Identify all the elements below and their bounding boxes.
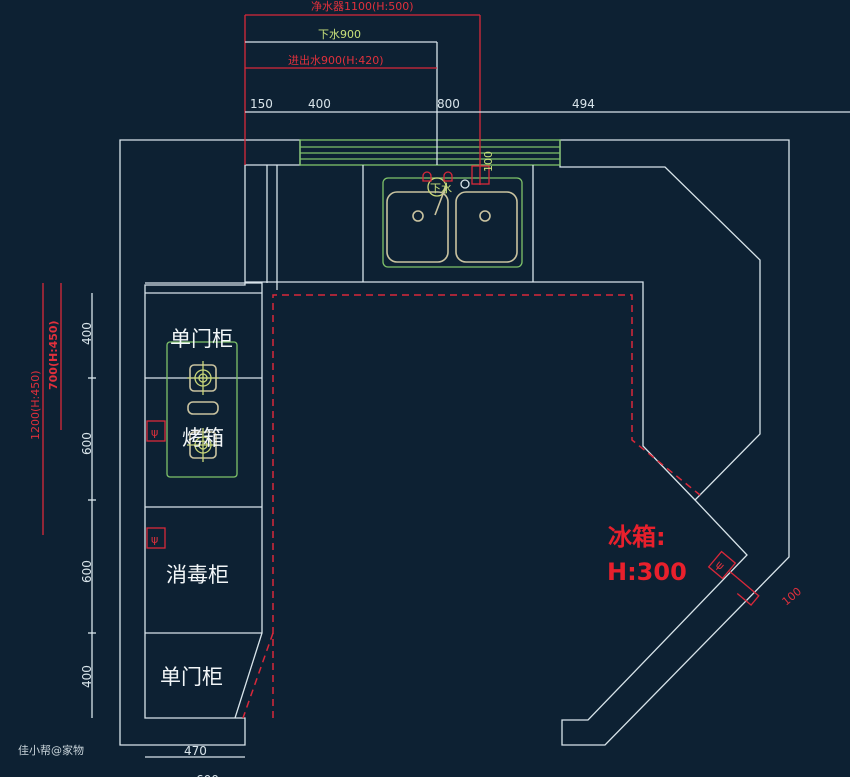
dim-segment: 600 <box>80 560 94 583</box>
dim-segment: 400 <box>80 665 94 688</box>
window <box>299 139 561 166</box>
bottom-dimensions: 470 600 <box>145 744 245 777</box>
double-sink: 下水 100 <box>382 151 523 268</box>
dim-socket-1200: 1200(H:450) <box>29 370 42 440</box>
dim-segment: 400 <box>80 322 94 345</box>
dim-segment: 800 <box>437 97 460 111</box>
dim-water-purifier: 净水器1100(H:500) <box>311 0 414 13</box>
svg-text:ψ: ψ <box>151 533 158 546</box>
cabinet-label-top-single-door: 单门柜 <box>170 327 233 351</box>
fridge-socket-icon: ψ <box>707 550 760 606</box>
fridge-height: H:300 <box>607 558 687 586</box>
dim-segment: 150 <box>250 97 273 111</box>
svg-text:ψ: ψ <box>151 426 158 439</box>
dim-socket-700: 700(H:450) <box>47 320 60 390</box>
drain-label: 下水 <box>430 182 452 195</box>
watermark: 佳小帮@家物 <box>18 743 84 757</box>
top-dimensions: 净水器1100(H:500) 下水900 进出水900(H:420) 150 4… <box>244 0 850 185</box>
cabinet-label-sterilizer: 消毒柜 <box>166 563 229 587</box>
cabinet-label-oven: 烤箱 <box>182 426 224 450</box>
purifier-label: 100 <box>482 151 495 172</box>
fridge-socket-offset: 100 <box>780 585 804 608</box>
dim-segment: 400 <box>308 97 331 111</box>
socket-icon: ψ <box>146 527 166 549</box>
socket-icon: ψ <box>146 420 166 442</box>
left-dimensions: 400 600 600 400 1200(H:450) 700(H:450) <box>29 283 96 718</box>
dim-width-600: 600 <box>196 773 219 777</box>
dim-width-470: 470 <box>184 744 207 758</box>
counter-outline <box>145 165 696 719</box>
cabinet-label-bottom-single-door: 单门柜 <box>160 665 223 689</box>
dim-water-inlet-outlet: 进出水900(H:420) <box>288 53 384 67</box>
right-wall <box>559 139 790 746</box>
dim-segment: 494 <box>572 97 595 111</box>
gas-stove <box>166 341 238 478</box>
dim-drain: 下水900 <box>318 28 361 41</box>
fridge-label: 冰箱: <box>608 523 666 551</box>
countertop-edge-dashed <box>242 294 701 719</box>
dim-segment: 600 <box>80 432 94 455</box>
